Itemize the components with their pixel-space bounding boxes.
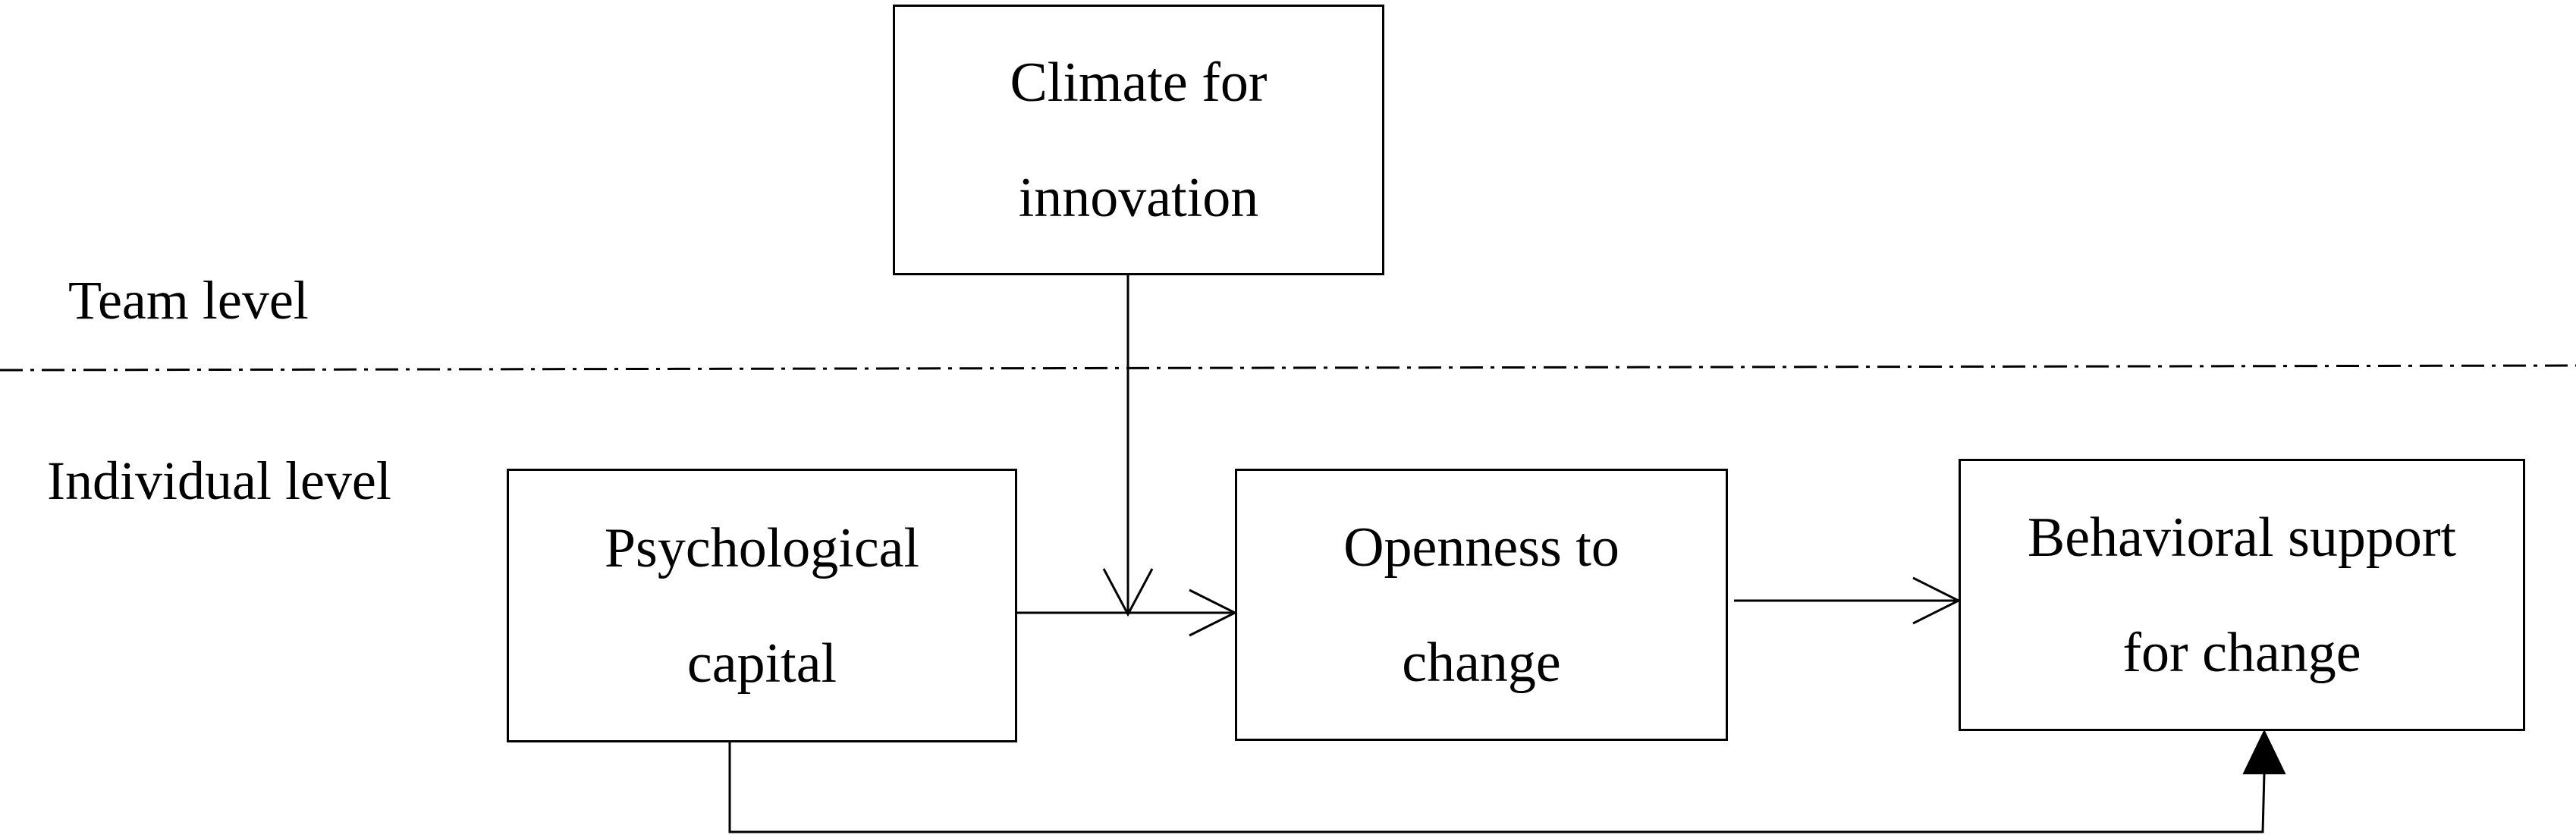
- openness-line2: change: [1402, 631, 1561, 694]
- direct-effect-line: [728, 742, 2266, 833]
- direct-effect-arrowhead: [2242, 729, 2286, 774]
- behavioral-line2: for change: [2122, 621, 2361, 684]
- climate-for-innovation-box: Climate for innovation: [893, 5, 1384, 275]
- psycap-line1: Psychological: [604, 516, 920, 579]
- psychological-capital-box: Psychological capital: [507, 469, 1017, 742]
- climate-line2: innovation: [1018, 166, 1259, 229]
- moderation-arrowhead: [1102, 568, 1154, 617]
- level-divider-line: [0, 364, 2576, 372]
- psycap-line2: capital: [686, 632, 837, 695]
- openness-line1: Openness to: [1343, 516, 1619, 579]
- behavioral-support-box: Behavioral support for change: [1959, 459, 2525, 731]
- individual-level-label: Individual level: [47, 450, 391, 511]
- climate-line1: Climate for: [1010, 51, 1268, 114]
- team-level-label: Team level: [68, 270, 309, 331]
- openness-to-change-box: Openness to change: [1235, 469, 1728, 741]
- behavioral-line1: Behavioral support: [2027, 506, 2457, 569]
